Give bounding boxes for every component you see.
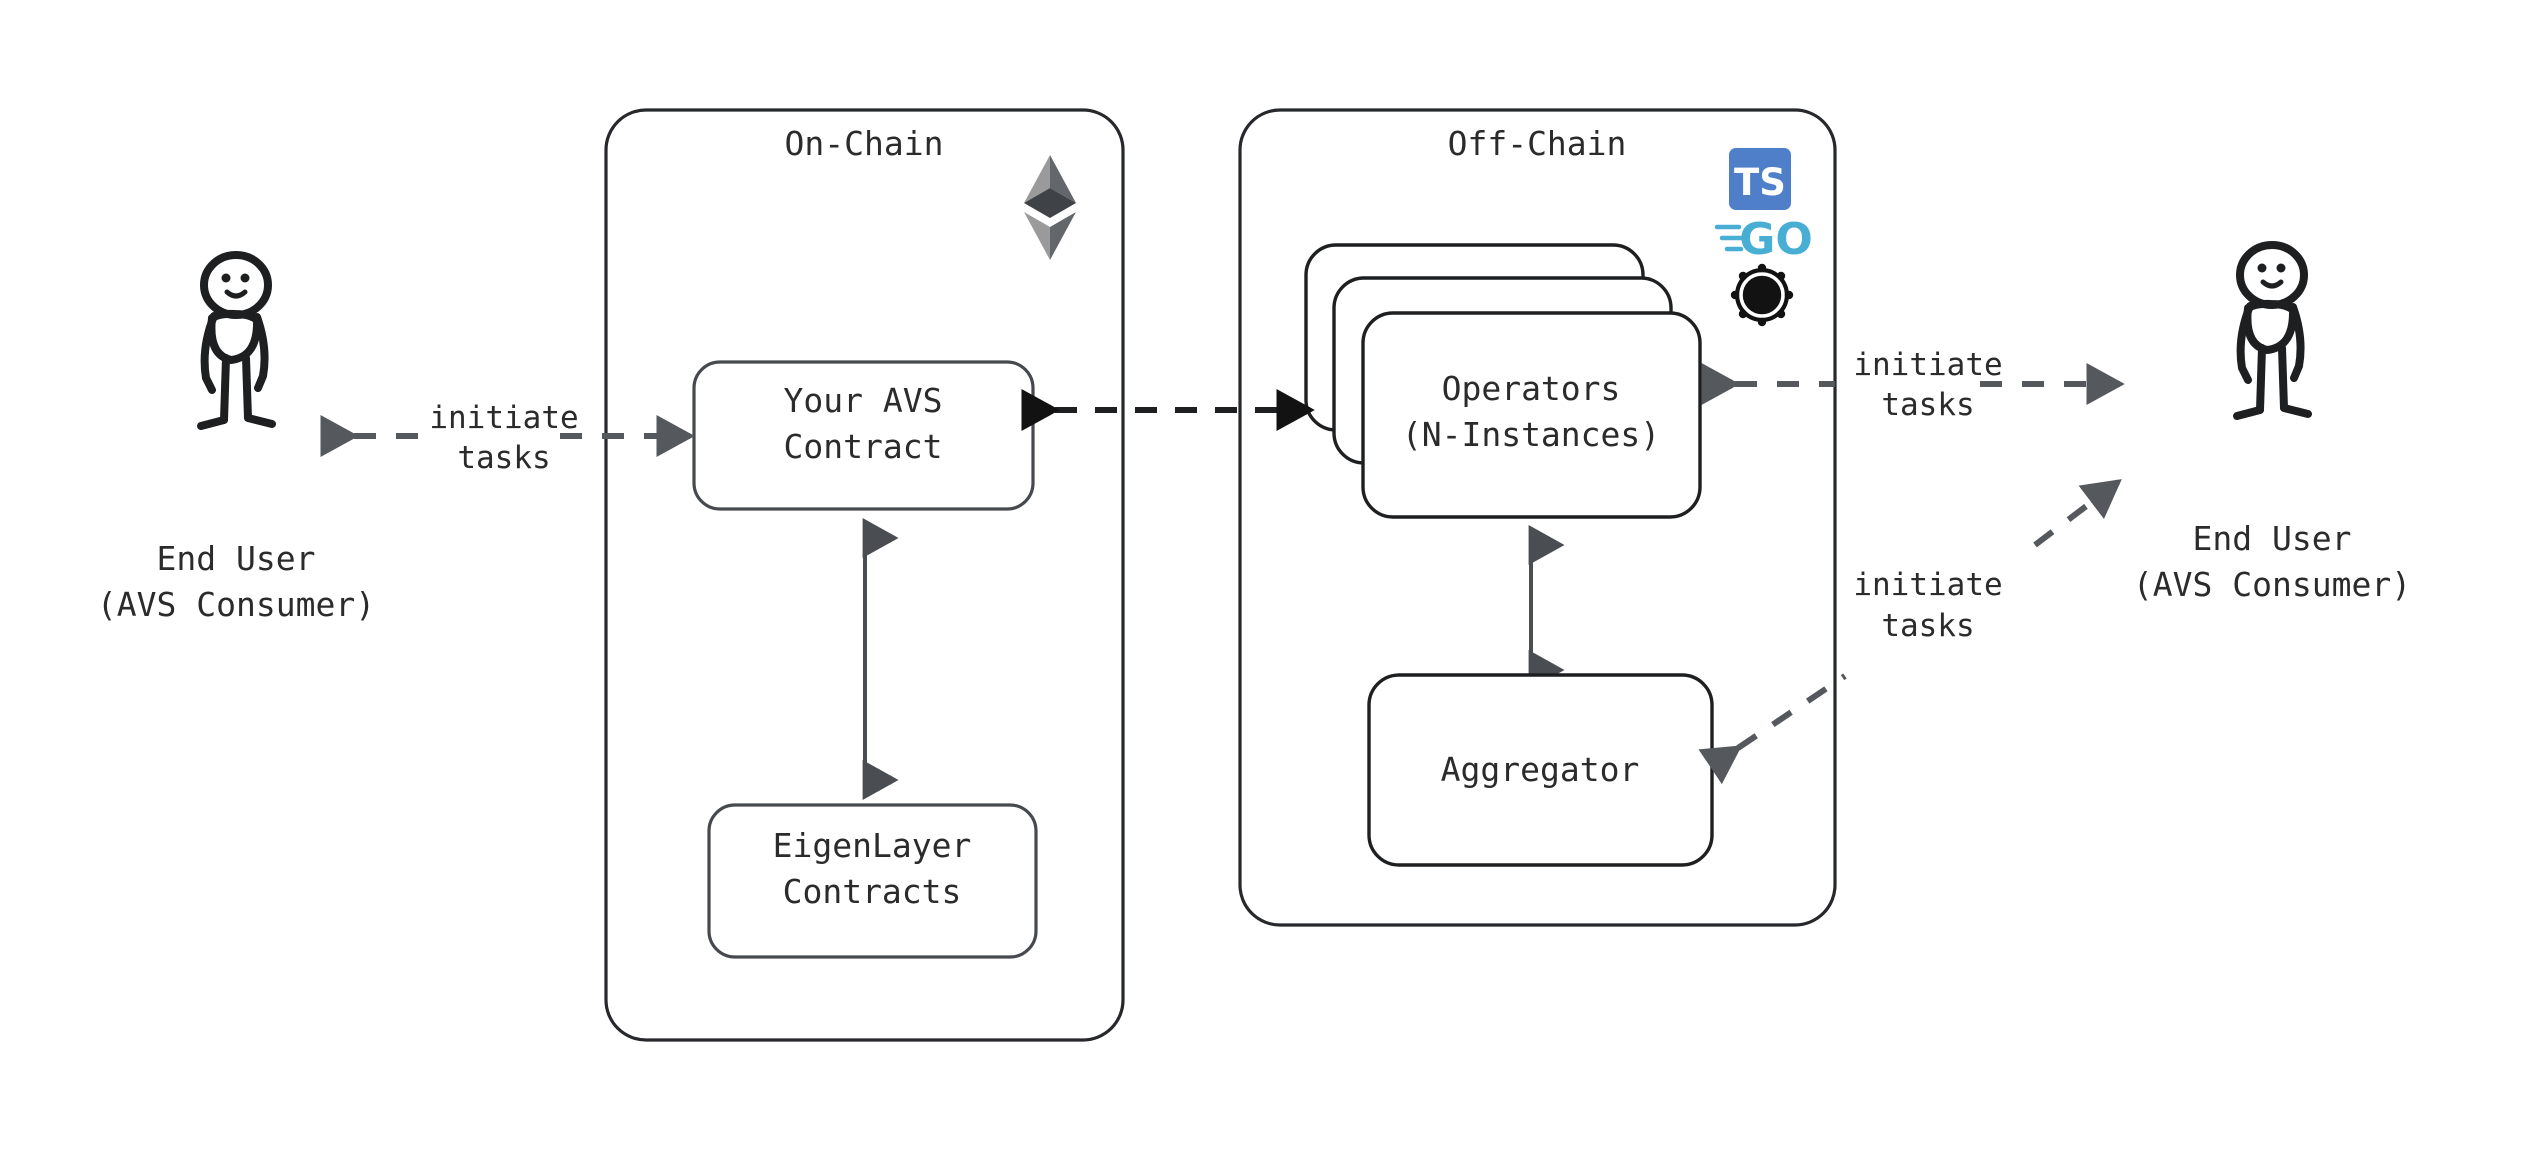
edge-user-left-to-avs-contract: initiate tasks bbox=[320, 400, 695, 476]
eigenlayer-contracts-label-line2: Contracts bbox=[783, 872, 962, 911]
right-bottom-edge-label-line2: tasks bbox=[1881, 608, 1974, 644]
end-user-right-label-line2: (AVS Consumer) bbox=[2133, 565, 2411, 604]
off-chain-title: Off-Chain bbox=[1448, 124, 1627, 163]
node-operators[interactable]: Operators (N-Instances) bbox=[1304, 243, 1702, 519]
actor-end-user-right[interactable]: End User (AVS Consumer) bbox=[2133, 241, 2411, 604]
end-user-left-label-line1: End User bbox=[157, 539, 316, 578]
operators-label-line2: (N-Instances) bbox=[1402, 415, 1660, 454]
typescript-logo-icon: TS bbox=[1729, 148, 1791, 210]
right-bottom-edge-label-line1: initiate bbox=[1853, 567, 2002, 603]
node-your-avs-contract[interactable]: Your AVS Contract bbox=[692, 360, 1035, 511]
aggregator-label: Aggregator bbox=[1441, 750, 1640, 789]
node-eigenlayer-contracts[interactable]: EigenLayer Contracts bbox=[707, 803, 1038, 959]
right-diagonal-arrow-to-aggregator bbox=[1698, 673, 1847, 785]
golang-logo-icon: GO bbox=[1714, 214, 1813, 265]
left-edge-label-line1: initiate bbox=[429, 400, 578, 436]
edge-user-right-to-aggregator: initiate tasks bbox=[1698, 479, 2122, 785]
end-user-left-label-line2: (AVS Consumer) bbox=[97, 585, 375, 624]
your-avs-contract-label-line2: Contract bbox=[784, 427, 943, 466]
node-aggregator[interactable]: Aggregator bbox=[1367, 673, 1714, 867]
end-user-right-label-line1: End User bbox=[2193, 519, 2352, 558]
rust-logo-label: R bbox=[1750, 282, 1776, 317]
container-off-chain: Off-Chain TS GO bbox=[1238, 108, 1837, 927]
your-avs-contract-label-line1: Your AVS bbox=[784, 381, 943, 420]
typescript-logo-label: TS bbox=[1734, 161, 1786, 204]
right-diagonal-arrow-to-user bbox=[2033, 479, 2122, 548]
golang-logo-label: GO bbox=[1739, 214, 1813, 265]
right-top-edge-label-line2: tasks bbox=[1881, 387, 1974, 423]
edge-user-right-to-operators: initiate tasks bbox=[1701, 347, 2125, 423]
eigenlayer-contracts-box[interactable] bbox=[707, 803, 1038, 959]
operators-label-line1: Operators bbox=[1442, 369, 1621, 408]
on-chain-title: On-Chain bbox=[785, 124, 944, 163]
right-top-edge-label-line1: initiate bbox=[1853, 347, 2002, 383]
ethereum-logo-icon bbox=[1024, 155, 1076, 260]
left-edge-label-line2: tasks bbox=[457, 440, 550, 476]
actor-end-user-left[interactable]: End User (AVS Consumer) bbox=[97, 251, 375, 624]
container-on-chain: On-Chain Your AVS Contract bbox=[604, 108, 1125, 1042]
eigenlayer-contracts-label-line1: EigenLayer bbox=[773, 826, 972, 865]
rust-logo-icon: R bbox=[1730, 263, 1794, 327]
operators-stack-front[interactable] bbox=[1361, 311, 1702, 519]
